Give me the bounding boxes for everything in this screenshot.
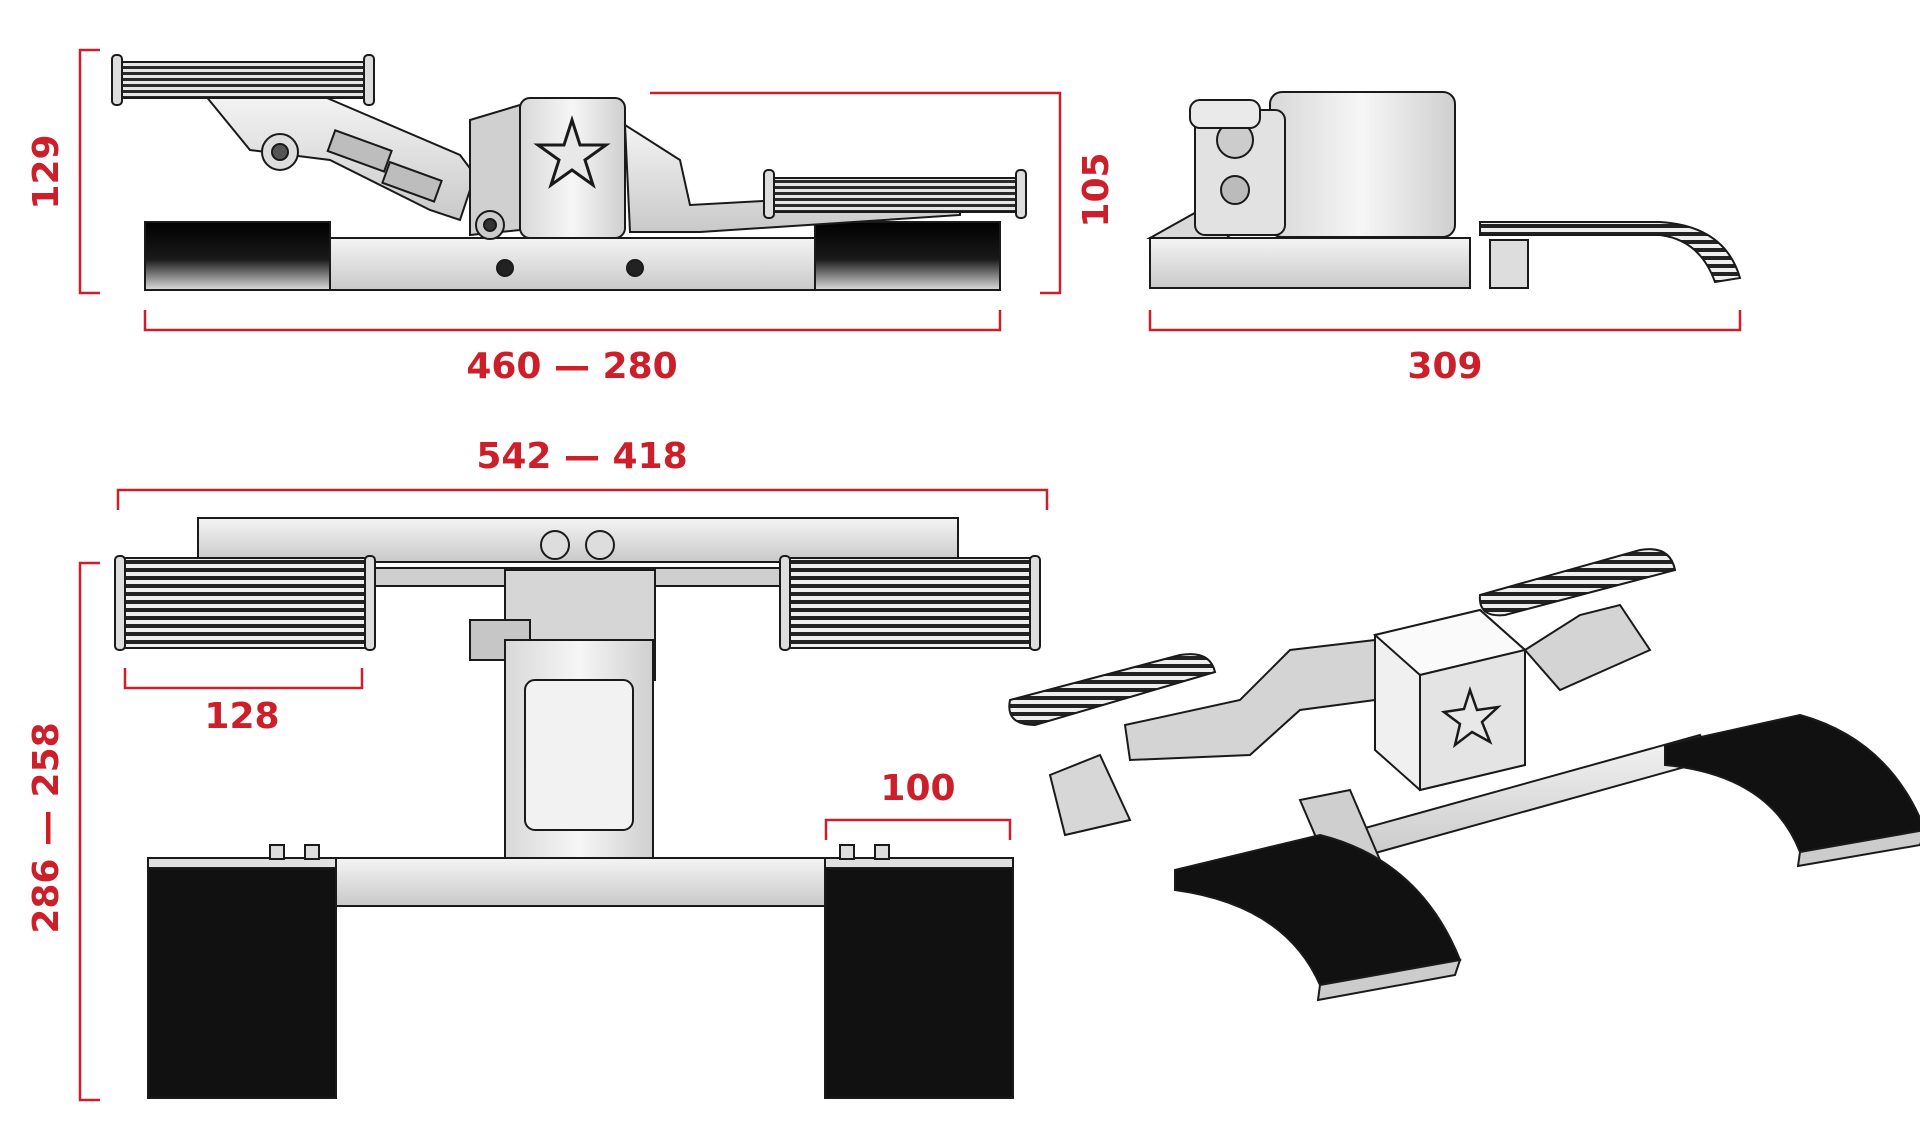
isometric-view: [1008, 548, 1920, 1002]
dim-top-depth: 286 — 258: [26, 722, 67, 933]
top-back-plate: [197, 517, 959, 563]
top-foot-pad-left: [147, 857, 337, 1099]
top-view: [114, 517, 1041, 1099]
dim-pad-width: 100: [880, 768, 955, 809]
dimension-labels: 129 105 460 — 280 309 542 — 418 286 — 25…: [26, 134, 1483, 933]
side-footrest-left: [117, 61, 369, 99]
end-pedal-plate: [1479, 221, 1742, 284]
side-foot-pad-left: [144, 221, 331, 291]
iso-pedal-right: [1478, 548, 1677, 617]
end-motor-housing: [1269, 91, 1456, 238]
side-view: [111, 54, 1027, 291]
dim-side-right-height: 105: [1076, 152, 1117, 227]
side-base-rail: [329, 237, 821, 291]
iso-foot-pad-right: [1664, 713, 1920, 854]
iso-pedal-left: [1008, 653, 1217, 727]
end-dimension-lines: [1148, 310, 1742, 332]
dim-side-width: 460 — 280: [466, 346, 677, 387]
iso-rail-back: [1048, 753, 1132, 837]
side-foot-pad-right: [814, 221, 1001, 291]
iso-arm-left: [1123, 638, 1376, 762]
side-dimension-lines: [78, 48, 1062, 332]
iso-foot-pad-left: [1174, 833, 1462, 987]
top-pedal-right: [784, 557, 1036, 649]
star-emblem-icon: [1440, 686, 1502, 749]
dim-side-height: 129: [26, 134, 67, 209]
iso-arm-right: [1523, 603, 1652, 692]
top-foot-pad-right: [824, 857, 1014, 1099]
dim-pedal-width: 128: [204, 696, 279, 737]
dim-top-width: 542 — 418: [476, 436, 687, 477]
side-footrest-right: [769, 177, 1021, 213]
top-dimension-lines: [78, 488, 1049, 1102]
end-view: [1146, 91, 1742, 289]
top-base-rail: [329, 857, 831, 907]
dim-end-depth: 309: [1407, 346, 1482, 387]
end-base-rail: [1149, 237, 1471, 289]
top-pedal-left: [119, 557, 371, 649]
star-emblem-icon: [533, 115, 611, 189]
